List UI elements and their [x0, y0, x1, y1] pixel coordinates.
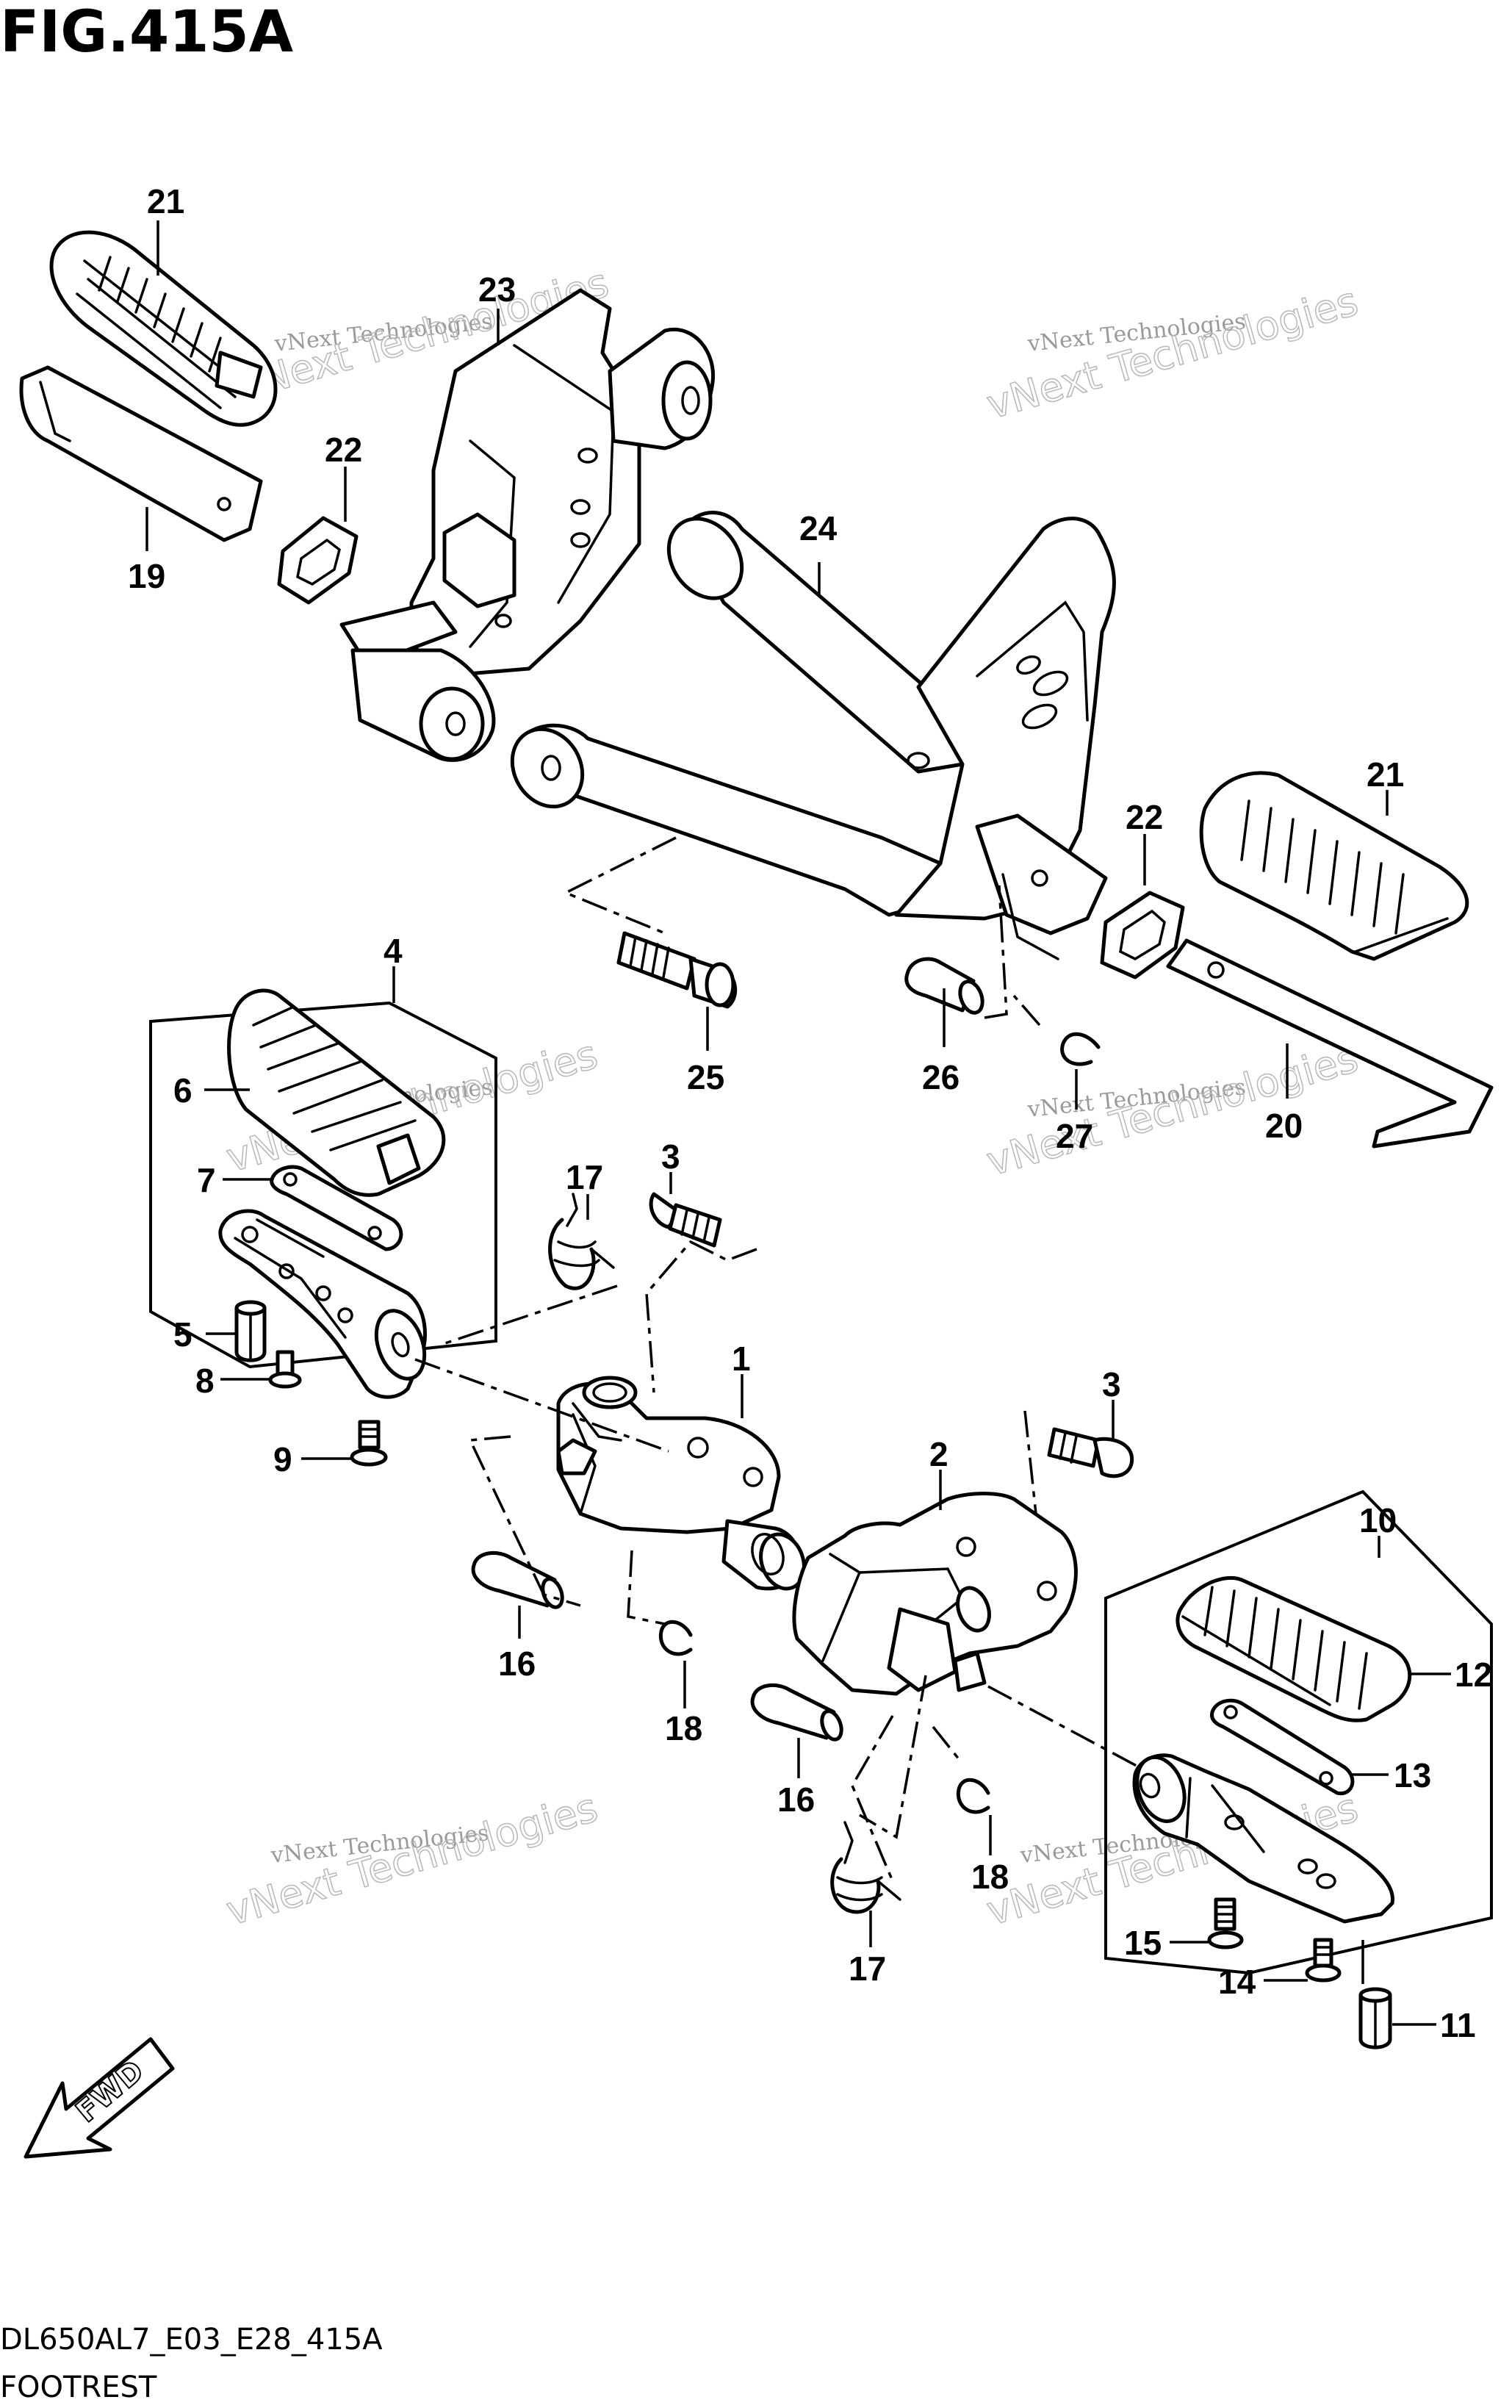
- e-ring-18-right: [956, 1778, 990, 1814]
- model-code: DL650AL7_E03_E28_415A: [0, 2323, 383, 2357]
- alignment-line: [562, 836, 677, 935]
- callout-21: 21: [1367, 755, 1404, 794]
- callout-23: 23: [478, 270, 516, 309]
- bolt-25: [616, 931, 738, 1009]
- footrest-rubber-6: [227, 988, 446, 1197]
- watermark-4: vNext Technologies vNext Technologies: [981, 1034, 1363, 1185]
- alignment-line: [984, 885, 1008, 1019]
- footrest-plate-20: [1166, 938, 1494, 1149]
- watermark-2: vNext Technologies vNext Technologies: [981, 277, 1363, 428]
- callout-3: 3: [661, 1137, 680, 1176]
- callout-5: 5: [173, 1315, 192, 1354]
- callout-labels: 21 23 22 19 24 21 22 25 26 27 20 4 6 3 7…: [128, 182, 1492, 2044]
- bolt-15: [1207, 1897, 1244, 1949]
- pin-16-left: [471, 1550, 564, 1609]
- callout-18: 18: [665, 1709, 702, 1747]
- callout-19: 19: [128, 557, 165, 595]
- pin-26: [904, 957, 984, 1015]
- nut-5: [234, 1300, 267, 1362]
- callout-22: 22: [325, 431, 362, 469]
- spring-17-lower: [830, 1821, 901, 1914]
- alignment-line: [645, 1240, 757, 1393]
- footrest-bracket-24: [510, 511, 1116, 960]
- callout-21: 21: [147, 182, 184, 220]
- cushion-22-left: [277, 516, 359, 605]
- callout-6: 6: [173, 1071, 192, 1110]
- alignment-line: [414, 1358, 669, 1453]
- footrest-rubber-21-right: [1199, 771, 1469, 961]
- pin-16-right: [750, 1683, 843, 1742]
- callout-13: 13: [1394, 1756, 1431, 1794]
- spring-17-left: [548, 1193, 615, 1290]
- callout-16: 16: [777, 1780, 815, 1819]
- callout-17: 17: [849, 1949, 886, 1988]
- alignment-line: [987, 1685, 1147, 1772]
- footrest-rubber-21-left: [49, 230, 278, 427]
- alignment-line: [1012, 994, 1041, 1027]
- e-ring-27: [1060, 1032, 1101, 1066]
- callout-11: 11: [1440, 2006, 1476, 2044]
- callout-26: 26: [922, 1058, 960, 1096]
- callout-12: 12: [1455, 1656, 1492, 1694]
- cushion-22-right: [1100, 891, 1185, 980]
- callout-4: 4: [384, 932, 403, 970]
- footrest-10-body: [1132, 1753, 1395, 1924]
- callout-7: 7: [197, 1161, 216, 1199]
- assembly-box-4: [149, 1001, 497, 1369]
- callout-3: 3: [1102, 1365, 1121, 1404]
- callout-20: 20: [1265, 1107, 1303, 1145]
- alignment-line: [1023, 1410, 1037, 1514]
- alignment-line: [932, 1725, 964, 1765]
- bolt-14: [1305, 1938, 1342, 1983]
- callout-8: 8: [195, 1362, 215, 1400]
- callout-15: 15: [1124, 1924, 1162, 1962]
- alignment-line: [440, 1284, 618, 1346]
- alignment-line: [859, 1675, 927, 1839]
- plate-7: [270, 1165, 403, 1251]
- bolt-3-upper: [649, 1192, 722, 1248]
- callout-1: 1: [732, 1340, 751, 1378]
- alignment-line: [851, 1715, 894, 1882]
- nut-11: [1358, 1987, 1392, 2049]
- footrest-4-body: [218, 1209, 427, 1399]
- callout-14: 14: [1218, 1963, 1256, 2001]
- e-ring-18-left: [658, 1620, 693, 1656]
- callout-9: 9: [273, 1440, 292, 1478]
- callout-27: 27: [1056, 1117, 1093, 1155]
- callout-17: 17: [566, 1158, 603, 1196]
- footrest-bracket-2: [792, 1492, 1078, 1696]
- figure-name: FOOTREST: [0, 2371, 157, 2404]
- footrest-bracket-1: [556, 1376, 806, 1591]
- bolt-3-lower: [1047, 1427, 1134, 1478]
- callout-16: 16: [498, 1645, 536, 1683]
- plate-13: [1210, 1698, 1355, 1796]
- callout-10: 10: [1359, 1501, 1397, 1539]
- alignment-line: [468, 1435, 581, 1607]
- bolt-9: [350, 1420, 388, 1467]
- callout-25: 25: [687, 1058, 724, 1096]
- assembly-box-10: [1104, 1489, 1493, 1975]
- footrest-bracket-23: [339, 288, 716, 762]
- callout-22: 22: [1126, 798, 1163, 836]
- callout-24: 24: [799, 509, 838, 547]
- bolt-8: [268, 1350, 302, 1389]
- callout-2: 2: [929, 1435, 948, 1473]
- footrest-rubber-12: [1176, 1575, 1412, 1722]
- figure-title: FIG.415A: [0, 0, 293, 65]
- fwd-arrow-icon: FWD: [24, 2037, 175, 2159]
- watermark-5: vNext Technologies vNext Technologies: [220, 1783, 602, 1935]
- footrest-plate-19: [19, 365, 263, 542]
- callout-18: 18: [971, 1858, 1009, 1896]
- alignment-line: [627, 1550, 666, 1625]
- leader-lines: [145, 220, 1451, 2026]
